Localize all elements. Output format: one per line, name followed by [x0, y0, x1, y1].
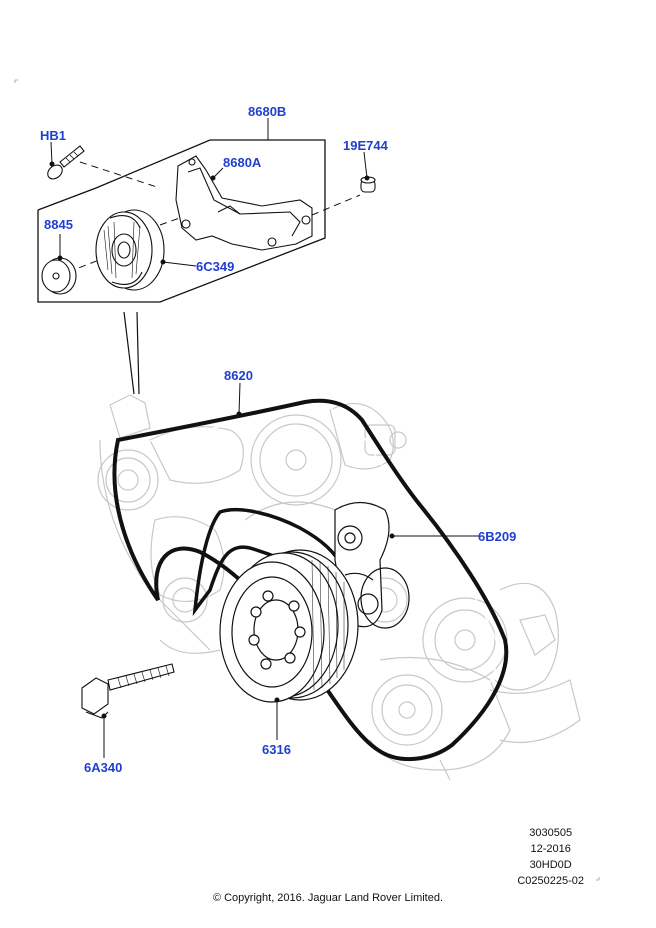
corner-marks	[14, 79, 600, 881]
tensioner-assembly-frame	[37, 118, 326, 303]
callout-6316[interactable]: 6316	[262, 742, 291, 757]
callout-8680a[interactable]: 8680A	[223, 155, 262, 170]
callout-8845[interactable]: 8845	[44, 217, 73, 232]
serpentine-belt-outer	[112, 398, 509, 762]
reference-number: 3030505	[529, 827, 573, 839]
frame-pointer-lines	[123, 311, 140, 395]
illustration-date: 12-2016	[530, 843, 571, 855]
leader-lines-upper	[49, 141, 370, 267]
crankshaft-bolt	[81, 663, 175, 719]
callout-8620[interactable]: 8620	[224, 368, 253, 383]
tensioner-bracket	[175, 155, 313, 251]
callout-19e744[interactable]: 19E744	[343, 138, 388, 153]
idler-pulley	[95, 209, 165, 291]
illustration-info: 3030505 12-2016 30HD0D C0250225-02	[517, 825, 584, 889]
bolt-hb1	[47, 145, 85, 180]
leader-lines-lower	[101, 382, 482, 758]
callout-8680b[interactable]: 8680B	[248, 104, 287, 119]
callout-6b209[interactable]: 6B209	[478, 529, 517, 544]
engine-code: 30HD0D	[529, 859, 572, 871]
illustration-id: C0250225-02	[517, 875, 584, 887]
crankshaft-pulley	[219, 549, 359, 703]
callout-6c349[interactable]: 6C349	[196, 259, 235, 274]
callout-hb1[interactable]: HB1	[40, 128, 67, 143]
dust-cap-8845	[41, 257, 77, 295]
copyright-notice: © Copyright, 2016. Jaguar Land Rover Lim…	[212, 892, 444, 904]
callout-6a340[interactable]: 6A340	[84, 760, 123, 775]
